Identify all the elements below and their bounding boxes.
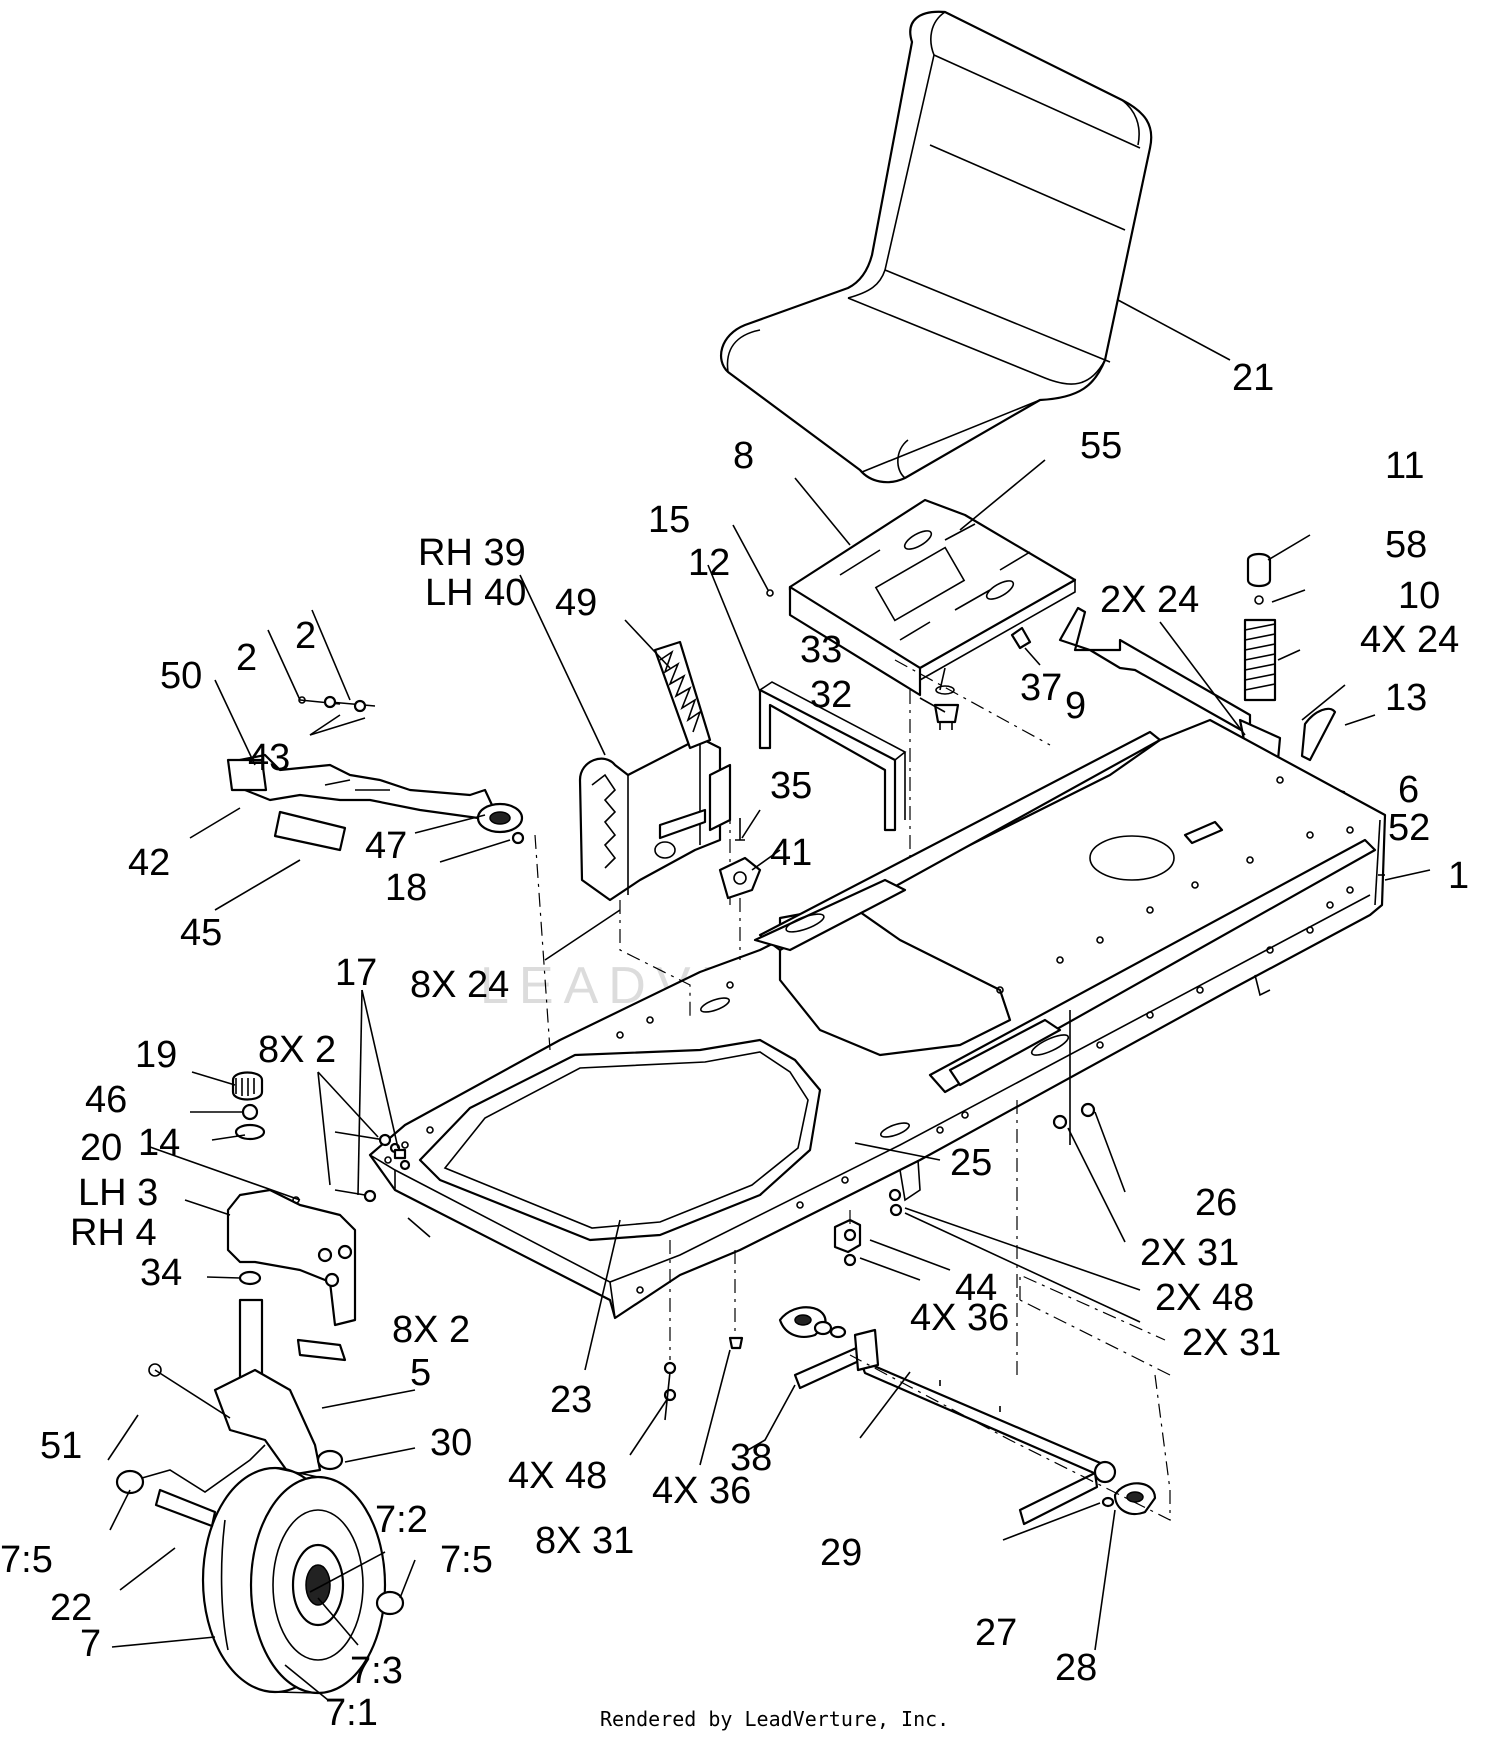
caster-mount	[148, 1071, 357, 1477]
label-29: 29	[820, 1532, 862, 1574]
label-8x31: 8X 31	[535, 1520, 634, 1562]
label-27: 27	[975, 1612, 1017, 1654]
label-15: 15	[648, 499, 690, 541]
label-11: 11	[1385, 445, 1424, 487]
seat	[719, 10, 1153, 484]
label-17: 17	[335, 952, 377, 994]
label-34: 34	[140, 1252, 182, 1294]
label-42: 42	[128, 842, 170, 884]
label-4x36-b: 4X 36	[652, 1470, 751, 1512]
label-20: 20	[80, 1127, 122, 1169]
label-rh4: RH 4	[70, 1212, 157, 1254]
label-26: 26	[1195, 1182, 1237, 1224]
label-58: 58	[1385, 524, 1427, 566]
label-37: 37	[1020, 667, 1062, 709]
label-43: 43	[248, 737, 290, 779]
label-7-1: 7:1	[325, 1692, 378, 1734]
label-41: 41	[770, 832, 812, 874]
label-18: 18	[385, 867, 427, 909]
seat-adjust-rack	[653, 640, 712, 750]
label-4x24-top: 4X 24	[1360, 619, 1459, 661]
label-7-5a: 7:5	[0, 1539, 53, 1581]
pedal-arm	[226, 753, 525, 852]
label-21: 21	[1232, 357, 1274, 399]
label-23: 23	[550, 1379, 592, 1421]
caster-wheel	[115, 1466, 405, 1695]
label-38: 38	[730, 1437, 772, 1479]
label-2x31-a: 2X 31	[1140, 1232, 1239, 1274]
rear-pivot-axle	[778, 1306, 1157, 1526]
label-22: 22	[50, 1587, 92, 1629]
label-4x36-a: 4X 36	[910, 1297, 1009, 1339]
label-28: 28	[1055, 1647, 1097, 1689]
label-44: 44	[955, 1267, 997, 1309]
main-frame	[368, 718, 1387, 1320]
label-4x48: 4X 48	[508, 1455, 607, 1497]
seat-bracket	[758, 681, 907, 832]
label-6: 6	[1398, 769, 1419, 811]
label-51: 51	[40, 1425, 82, 1467]
label-2a: 2	[236, 637, 257, 679]
label-7-3: 7:3	[350, 1650, 403, 1692]
label-47: 47	[365, 825, 407, 867]
label-2x24: 2X 24	[1100, 579, 1199, 621]
label-7-5b: 7:5	[440, 1539, 493, 1581]
label-55: 55	[1080, 425, 1122, 467]
label-33: 33	[800, 629, 842, 671]
seat-spring-assembly	[1058, 552, 1337, 773]
label-2b: 2	[295, 615, 316, 657]
label-10: 10	[1398, 575, 1440, 617]
label-5: 5	[410, 1352, 431, 1394]
label-32: 32	[810, 674, 852, 716]
label-9: 9	[1065, 685, 1086, 727]
bolts-2	[298, 695, 376, 713]
label-13: 13	[1385, 677, 1427, 719]
label-45: 45	[180, 912, 222, 954]
label-19: 19	[135, 1034, 177, 1076]
label-25: 25	[950, 1142, 992, 1184]
label-8: 8	[733, 435, 754, 477]
label-46: 46	[85, 1079, 127, 1121]
label-8x2-bot: 8X 2	[392, 1309, 470, 1351]
label-7: 7	[80, 1623, 101, 1665]
label-52: 52	[1388, 807, 1430, 849]
latch-plate	[718, 818, 762, 900]
label-14: 14	[138, 1122, 180, 1164]
label-lh40: LH 40	[425, 572, 526, 614]
label-2x48: 2X 48	[1155, 1277, 1254, 1319]
label-2x31-b: 2X 31	[1182, 1322, 1281, 1364]
label-50: 50	[160, 655, 202, 697]
under-frame-hardware	[663, 1102, 1096, 1402]
label-8x24: 8X 24	[410, 964, 509, 1006]
label-lh3: LH 3	[78, 1172, 158, 1214]
label-12: 12	[688, 542, 730, 584]
frame-bolts	[334, 1131, 411, 1203]
seat-mounting-plate	[788, 498, 1077, 697]
label-35: 35	[770, 765, 812, 807]
label-8x2-top: 8X 2	[258, 1029, 336, 1071]
label-rh39: RH 39	[418, 532, 526, 574]
label-30: 30	[430, 1422, 472, 1464]
label-1: 1	[1448, 855, 1469, 897]
callout-labels: 21 8 55 15 12 11 58 10 4X 24 13 2X 24 37…	[0, 357, 1469, 1734]
lh-rh-bracket	[578, 736, 732, 902]
footer-credit: Rendered by LeadVerture, Inc.	[600, 1707, 949, 1731]
label-49: 49	[555, 582, 597, 624]
label-7-2: 7:2	[375, 1499, 428, 1541]
